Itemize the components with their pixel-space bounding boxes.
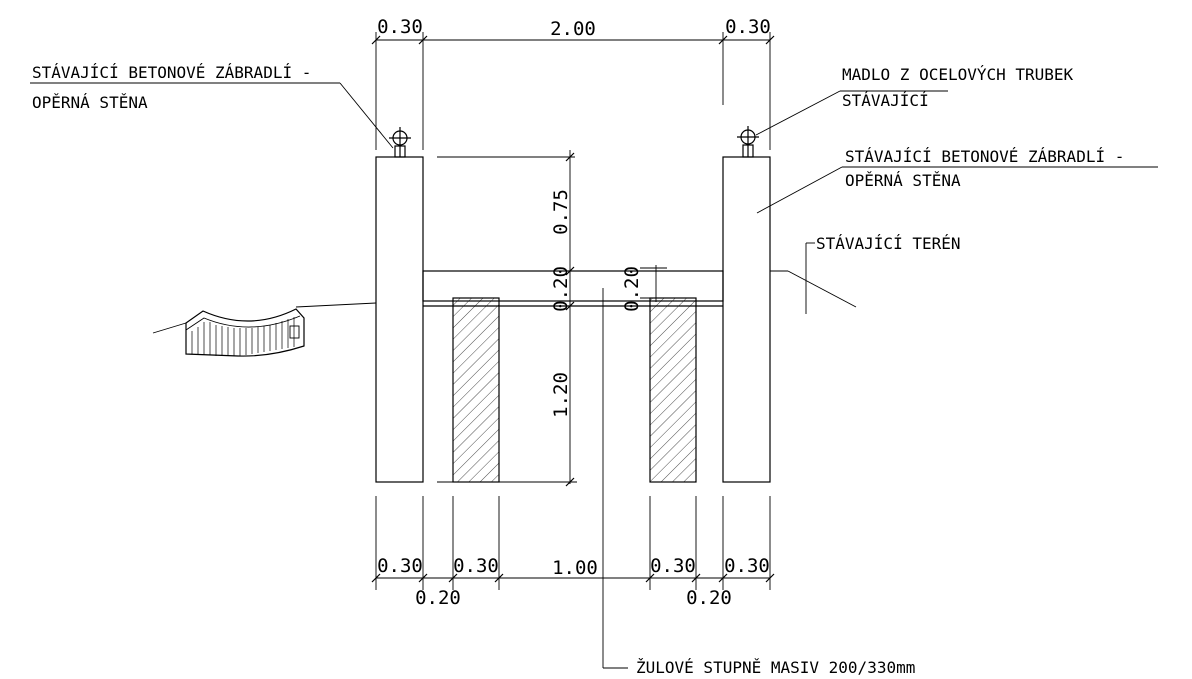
granite-steps-label: ŽULOVÉ STUPNĚ MASIV 200/330mm [636, 658, 915, 677]
bottom-dimension-lines [371, 496, 775, 590]
dim-bottom-w3: 0.30 [650, 555, 696, 577]
dim-bottom-w4: 0.30 [724, 555, 770, 577]
dim-bottom-center: 1.00 [552, 557, 598, 579]
left-wall-label-line1: STÁVAJÍCÍ BETONOVÉ ZÁBRADLÍ - [32, 63, 311, 82]
right-wall-label-line1: STÁVAJÍCÍ BETONOVÉ ZÁBRADLÍ - [845, 147, 1124, 166]
right-handrail-icon [737, 126, 759, 158]
vertical-dimension-line [437, 150, 667, 487]
dim-top-center: 2.00 [550, 18, 596, 40]
right-wall-label-line2: OPĚRNÁ STĚNA [845, 171, 961, 190]
left-terrain [152, 302, 377, 357]
terrain-label: STÁVAJÍCÍ TERÉN [816, 234, 961, 253]
handrail-label-line2: STÁVAJÍCÍ [842, 91, 929, 110]
leader-lines [30, 82, 1158, 669]
left-wall-label-line2: OPĚRNÁ STĚNA [32, 93, 148, 112]
dim-bottom-w1: 0.30 [377, 555, 423, 577]
dim-top-right: 0.30 [725, 16, 771, 38]
handrail-label-line1: MADLO Z OCELOVÝCH TRUBEK [842, 65, 1074, 84]
deck-slab [422, 270, 724, 302]
granite-step-left [452, 297, 500, 483]
dim-bottom-gap-right: 0.20 [686, 587, 732, 609]
granite-step-right [649, 297, 697, 483]
dim-top-left: 0.30 [377, 16, 423, 38]
left-wall [375, 156, 424, 483]
dim-bottom-gap-left: 0.20 [415, 587, 461, 609]
dim-height-upper: 0.75 [550, 189, 572, 235]
dim-slab-right: 0.20 [621, 266, 643, 312]
left-handrail-icon [389, 127, 411, 158]
dim-height-lower: 1.20 [550, 372, 572, 418]
dim-bottom-w2: 0.30 [453, 555, 499, 577]
right-wall [722, 156, 771, 483]
dim-slab-left: 0.20 [550, 266, 572, 312]
right-terrain [770, 242, 857, 314]
top-dimension-line [371, 32, 775, 150]
